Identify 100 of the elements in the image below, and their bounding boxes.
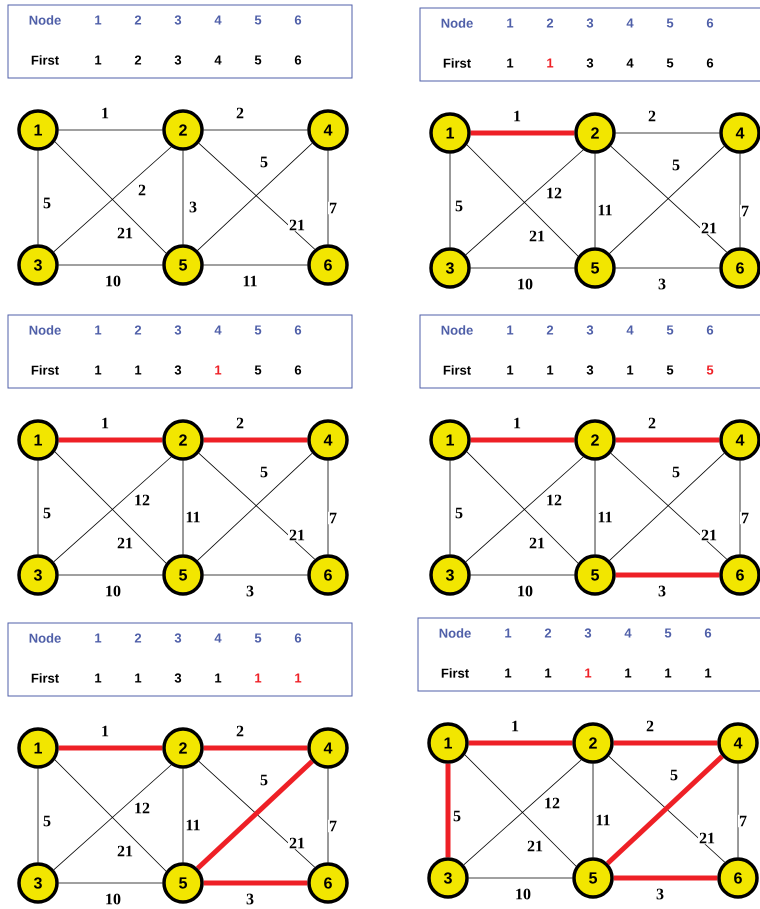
- table-cell: 1: [625, 668, 632, 678]
- edge-label: 21: [288, 836, 306, 850]
- edge-label: 1: [510, 720, 520, 732]
- table-cell: 2: [546, 325, 554, 335]
- edge-label: 3: [245, 892, 255, 906]
- edge: [203, 574, 308, 576]
- table-cell: 2: [134, 15, 142, 25]
- table-cell: 1: [627, 366, 634, 374]
- table-cell: 6: [294, 55, 302, 65]
- edge: [203, 264, 308, 266]
- table-cell: 5: [666, 18, 674, 28]
- graph-node: 3: [17, 862, 59, 904]
- edge-label: 3: [188, 200, 198, 214]
- edge-label: 7: [740, 512, 750, 524]
- table-cell: 2: [134, 55, 142, 65]
- table-cell: 1: [95, 56, 102, 64]
- table-cell: 3: [586, 58, 594, 68]
- edge-label: 10: [104, 274, 122, 288]
- table-cell: 4: [626, 18, 634, 28]
- table-cell: 4: [214, 16, 222, 24]
- table-cell: 1: [95, 366, 102, 374]
- graph-node: 4: [307, 727, 349, 769]
- edge-label: 7: [328, 820, 338, 832]
- table-cell: 3: [174, 633, 182, 643]
- table-cell: 4: [626, 326, 634, 334]
- edge-label: 5: [454, 506, 464, 520]
- table-cell: 1: [255, 674, 262, 682]
- edge-label: 5: [452, 810, 462, 822]
- graph-node: 2: [162, 109, 204, 151]
- table-cell: First: [32, 365, 59, 375]
- edge-label: 2: [645, 720, 655, 732]
- table-cell: 4: [214, 56, 222, 64]
- edge-label: 10: [516, 584, 534, 598]
- table-cell: 1: [95, 634, 102, 642]
- table-cell: 3: [174, 365, 182, 375]
- edge-label: 21: [526, 840, 544, 852]
- graph-node: 6: [307, 862, 349, 904]
- edge-label: 10: [514, 888, 532, 900]
- edge-label: 5: [669, 768, 679, 782]
- edge-label: 2: [647, 416, 657, 430]
- edge-label: 3: [655, 888, 665, 900]
- table-cell: First: [32, 673, 59, 683]
- edge-label: 11: [594, 814, 612, 826]
- graph-node: 4: [719, 419, 760, 461]
- graph-node: 4: [307, 419, 349, 461]
- table-cell: Node: [30, 15, 61, 25]
- edge: [446, 764, 450, 858]
- table-cell: 3: [586, 365, 594, 375]
- table-cell: First: [32, 55, 59, 65]
- edge: [182, 460, 184, 555]
- edge-label: 1: [512, 110, 522, 122]
- table-cell: 6: [294, 365, 302, 375]
- table-cell: 5: [254, 55, 262, 65]
- table-cell: 5: [254, 325, 262, 335]
- table-cell: 6: [704, 628, 712, 638]
- edge: [468, 740, 572, 746]
- edge-label: 7: [740, 204, 750, 218]
- edge: [592, 763, 594, 858]
- edge: [470, 438, 574, 442]
- graph-node: 6: [307, 244, 349, 286]
- edge: [615, 132, 720, 134]
- edge: [616, 438, 720, 442]
- edge-label: 5: [259, 774, 269, 786]
- edge-label: 21: [288, 218, 306, 232]
- edge-label: 1: [100, 724, 110, 738]
- table-cell: 1: [95, 674, 102, 682]
- table-cell: 1: [295, 674, 302, 682]
- table-cell: 3: [584, 628, 592, 638]
- edge-label: 12: [543, 796, 561, 810]
- graph-node: 5: [162, 554, 204, 596]
- edge-label: 12: [133, 802, 151, 814]
- edge-label: 21: [698, 832, 716, 844]
- edge-label: 2: [235, 106, 245, 120]
- graph-node: 2: [162, 419, 204, 461]
- edge-label: 1: [512, 416, 522, 430]
- edge: [204, 880, 308, 886]
- table-cell: 1: [135, 366, 142, 374]
- table-cell: 1: [95, 326, 102, 334]
- graph-node: 6: [719, 554, 760, 596]
- table-cell: Node: [30, 325, 61, 335]
- table-cell: 6: [706, 325, 714, 335]
- table-cell: 1: [507, 326, 514, 334]
- table-cell: 5: [666, 365, 674, 375]
- table-cell: 1: [505, 628, 512, 638]
- graph-node: 1: [429, 419, 471, 461]
- graph-node: 5: [574, 247, 616, 289]
- edge: [58, 746, 162, 750]
- graph-node: 5: [162, 862, 204, 904]
- edge: [204, 438, 308, 442]
- edge: [614, 876, 718, 880]
- graph-node: 6: [307, 554, 349, 596]
- edge-label: 2: [647, 110, 657, 122]
- graph-node: 6: [717, 857, 759, 899]
- table-cell: 1: [705, 668, 712, 678]
- edge-label: 21: [700, 222, 718, 234]
- graph-node: 4: [719, 112, 760, 154]
- table-cell: 1: [507, 366, 514, 374]
- table-cell: 4: [626, 58, 634, 68]
- graph-node: 6: [719, 247, 760, 289]
- edge-label: 2: [137, 184, 147, 196]
